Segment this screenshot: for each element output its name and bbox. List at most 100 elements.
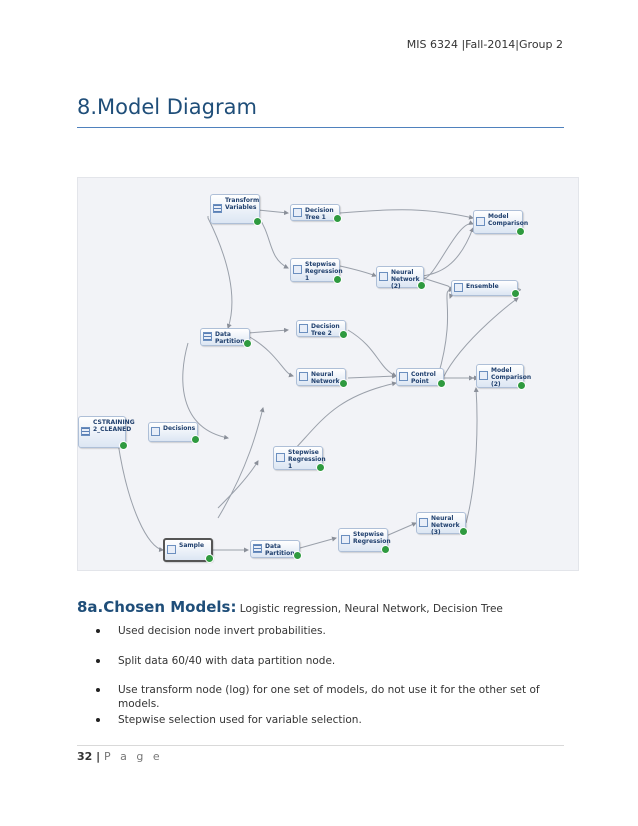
- diagram-connectors: [117, 209, 521, 553]
- edge: [437, 286, 454, 377]
- list-item: Stepwise selection used for variable sel…: [92, 713, 582, 743]
- node-label: Transform Variables: [225, 197, 260, 211]
- check-icon: [417, 281, 426, 290]
- edge: [217, 460, 259, 509]
- comparison-icon: [479, 371, 488, 380]
- dataset-icon: [81, 427, 90, 436]
- page-number: 32: [77, 750, 93, 763]
- check-icon: [316, 463, 325, 472]
- node-control-point[interactable]: Control Point: [396, 368, 446, 388]
- node-label: Neural Network: [311, 371, 340, 385]
- node-data-partition-2[interactable]: Data Partition: [250, 540, 302, 560]
- edge: [207, 216, 233, 329]
- edge: [247, 335, 294, 378]
- node-ensemble[interactable]: Ensemble: [451, 280, 520, 298]
- edge: [247, 327, 289, 334]
- check-icon: [437, 379, 446, 388]
- node-decision-tree-1[interactable]: Decision Tree 1: [290, 204, 342, 223]
- node-label: Data Partition: [215, 331, 245, 345]
- node-neural-network-2[interactable]: Neural Network (2): [376, 266, 426, 290]
- node-stepwise-regression[interactable]: Stepwise Regression: [338, 528, 391, 554]
- node-label: Model Comparison (2): [491, 367, 532, 388]
- edge: [339, 209, 474, 220]
- edge: [442, 297, 519, 379]
- node-sample[interactable]: Sample: [163, 538, 214, 563]
- edge: [339, 265, 377, 277]
- model-diagram: Transform Variables Decision Tree 1 Mode…: [77, 177, 579, 571]
- chosen-models: 8a.Chosen Models: Logistic regression, N…: [77, 598, 503, 616]
- node-neural-network-3[interactable]: Neural Network (3): [416, 512, 468, 536]
- edge: [257, 209, 289, 216]
- bullet-list: Used decision node invert probabilities.…: [92, 624, 582, 742]
- grid-icon: [213, 204, 222, 213]
- node-label: Neural Network (3): [431, 515, 460, 536]
- check-icon: [339, 379, 348, 388]
- footer-separator: |: [92, 750, 104, 763]
- sample-icon: [167, 545, 176, 554]
- node-stepwise-regression-1[interactable]: Stepwise Regression 1: [290, 258, 343, 284]
- node-label: CSTRAINING 2_CLEANED: [93, 419, 135, 433]
- node-cstraining-cleaned[interactable]: CSTRAINING 2_CLEANED: [78, 416, 135, 450]
- node-label: Neural Network (2): [391, 269, 420, 290]
- check-icon: [119, 441, 128, 450]
- edge: [347, 373, 397, 379]
- check-icon: [517, 381, 526, 390]
- regression-icon: [293, 265, 302, 274]
- node-label: Model Comparison: [488, 213, 529, 227]
- ensemble-icon: [454, 283, 463, 292]
- edge: [422, 220, 474, 279]
- edge: [347, 329, 397, 377]
- comparison-icon: [476, 217, 485, 226]
- page-header: MIS 6324 |Fall-2014|Group 2: [406, 38, 563, 51]
- node-transform-variables[interactable]: Transform Variables: [210, 194, 262, 226]
- grid-icon: [253, 544, 262, 553]
- network-icon: [299, 372, 308, 381]
- node-label: Ensemble: [466, 283, 499, 290]
- regression-icon: [276, 453, 285, 462]
- node-decision-tree-2[interactable]: Decision Tree 2: [296, 320, 348, 339]
- control-point-icon: [399, 372, 408, 381]
- check-icon: [293, 551, 302, 560]
- edge: [182, 342, 229, 440]
- network-icon: [379, 272, 388, 281]
- list-item: Use transform node (log) for one set of …: [92, 683, 582, 713]
- footer-divider: [77, 745, 564, 746]
- check-icon: [253, 217, 262, 226]
- node-label: Data Partition: [265, 543, 295, 557]
- section-title: 8.Model Diagram: [77, 95, 257, 119]
- list-item: Used decision node invert probabilities.: [92, 624, 582, 654]
- node-neural-network[interactable]: Neural Network: [296, 368, 348, 388]
- tree-icon: [299, 323, 308, 333]
- decisions-icon: [151, 427, 160, 436]
- list-item: Split data 60/40 with data partition nod…: [92, 654, 582, 684]
- check-icon: [333, 275, 342, 284]
- check-icon: [339, 330, 348, 339]
- node-data-partition[interactable]: Data Partition: [200, 328, 252, 348]
- check-icon: [511, 289, 520, 298]
- tree-icon: [293, 207, 302, 217]
- node-label: Stepwise Regression 1: [305, 261, 343, 282]
- edge: [422, 277, 454, 291]
- grid-icon: [203, 332, 212, 341]
- node-label: Sample: [179, 542, 205, 549]
- regression-icon: [341, 535, 350, 544]
- page-footer: 32 | P a g e: [77, 750, 163, 763]
- node-model-comparison[interactable]: Model Comparison: [473, 210, 528, 236]
- node-label: Stepwise Regression 1: [288, 449, 326, 470]
- network-icon: [419, 518, 428, 527]
- node-model-comparison-2[interactable]: Model Comparison (2): [476, 364, 531, 390]
- node-stepwise-regression-1b[interactable]: Stepwise Regression 1: [273, 446, 326, 472]
- node-label: Decisions: [163, 425, 196, 432]
- check-icon: [243, 339, 252, 348]
- edge: [257, 215, 289, 269]
- edge: [217, 407, 265, 519]
- node-decisions[interactable]: Decisions: [148, 422, 200, 444]
- node-label: Stepwise Regression: [353, 531, 391, 545]
- edge: [422, 227, 474, 277]
- check-icon: [516, 227, 525, 236]
- title-underline: [77, 127, 564, 128]
- check-icon: [205, 554, 214, 563]
- chosen-models-heading: 8a.Chosen Models:: [77, 598, 237, 616]
- chosen-models-text: Logistic regression, Neural Network, Dec…: [236, 603, 503, 615]
- node-label: Control Point: [411, 371, 436, 385]
